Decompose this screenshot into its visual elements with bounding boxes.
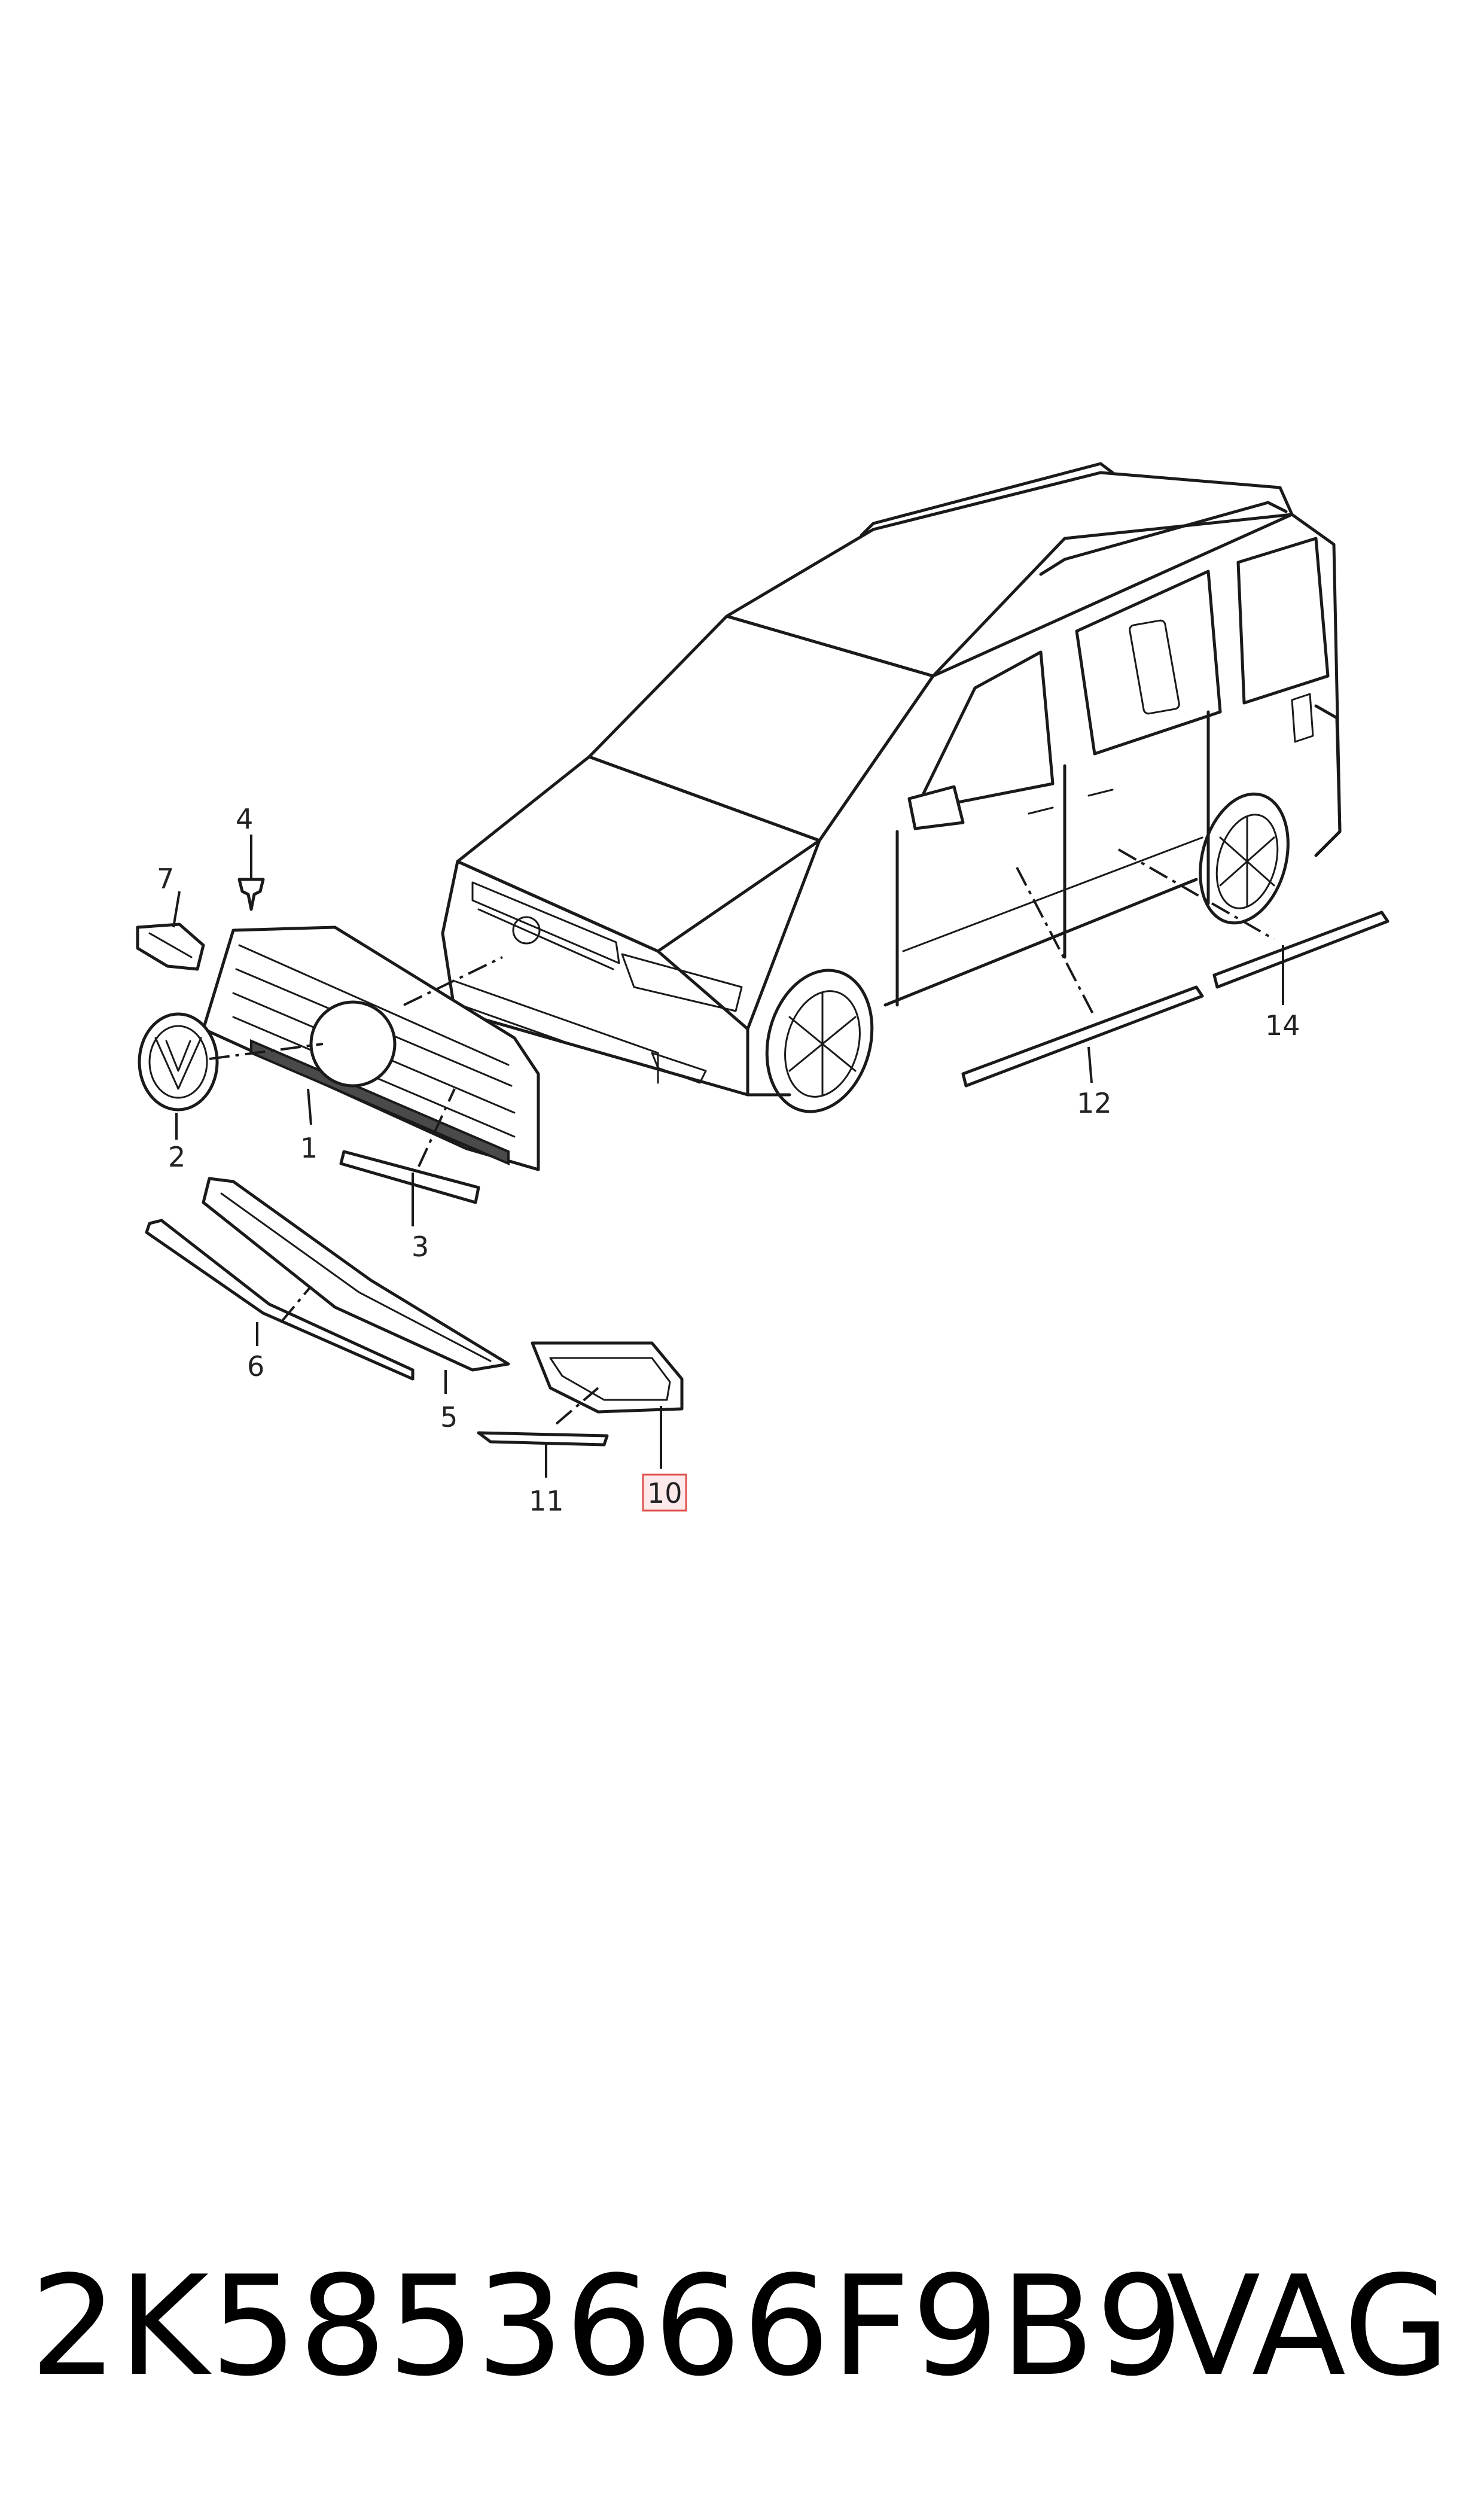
label-10-highlight	[642, 1473, 687, 1512]
label-11: 11	[529, 1485, 564, 1517]
label-5: 5	[440, 1401, 458, 1433]
label-1: 1	[300, 1132, 318, 1164]
label-4: 4	[236, 803, 253, 835]
part-14-side-strip	[1212, 911, 1389, 989]
label-14: 14	[1265, 1009, 1300, 1042]
part-footer: 2K5853666F9B9 VAG	[30, 2249, 1465, 2405]
label-3: 3	[412, 1231, 429, 1263]
brand-text: VAG	[1166, 2247, 1451, 2407]
label-12: 12	[1077, 1087, 1112, 1119]
label-2: 2	[168, 1141, 185, 1173]
part-11-small-strip	[477, 1431, 609, 1447]
part-4-clip	[237, 878, 265, 911]
label-10: 10	[647, 1477, 682, 1509]
van-illustration	[441, 462, 1342, 1113]
part-5-lower-grille	[202, 1177, 510, 1372]
part-number-text: 2K5853666F9B9	[30, 2247, 1185, 2407]
part-12-side-strip	[961, 985, 1204, 1088]
part-3-trim-strip	[339, 1150, 480, 1204]
part-2-emblem	[138, 1012, 219, 1112]
label-7: 7	[157, 863, 174, 895]
leader-lines	[172, 835, 1284, 1478]
label-6: 6	[247, 1350, 264, 1383]
part-10-side-grille	[531, 1341, 684, 1414]
part-1-front-grille	[202, 925, 540, 1171]
part-7-bracket	[136, 922, 205, 971]
part-6-lower-strip	[145, 1219, 415, 1381]
